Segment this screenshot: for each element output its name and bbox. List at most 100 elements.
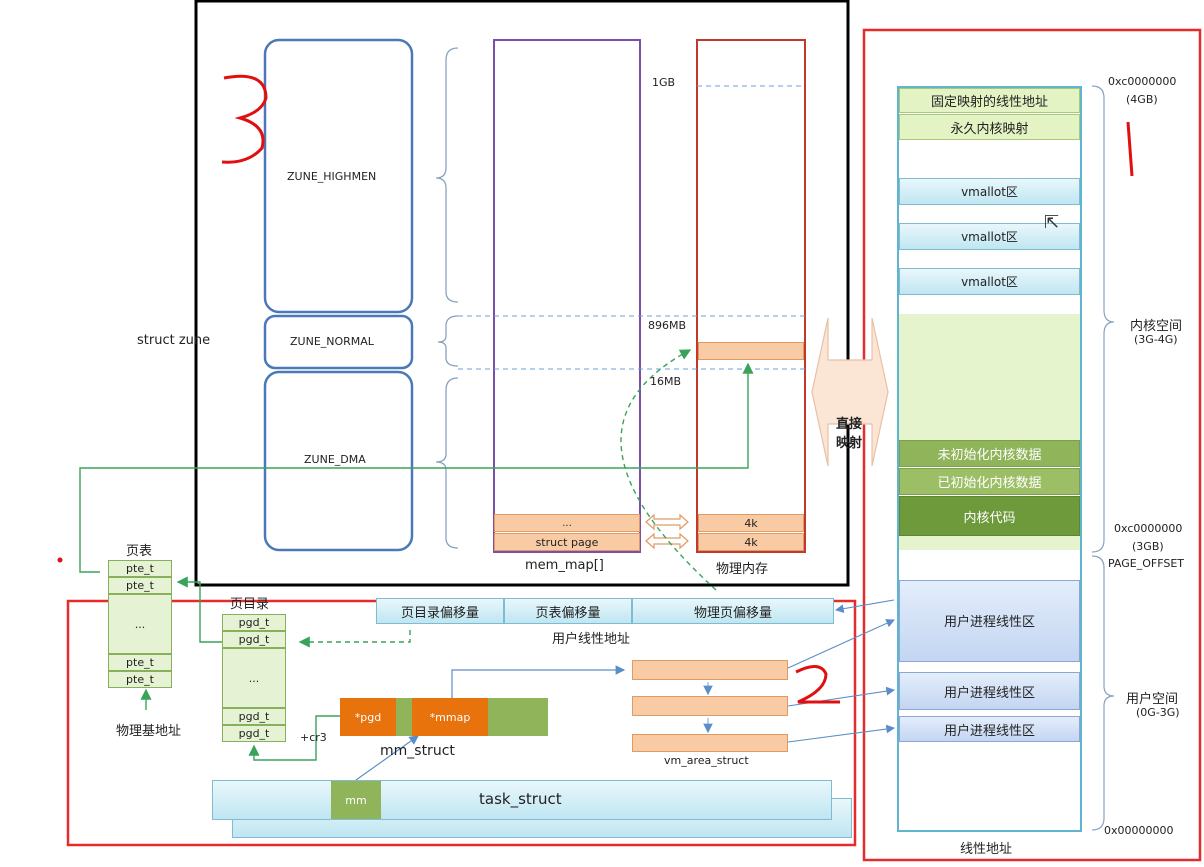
kernel-space-label: 内核空间 [1130, 319, 1183, 334]
user-region-2: 用户进程线性区 [899, 672, 1080, 710]
black-frame [194, 0, 850, 587]
double-arrow-top [645, 513, 689, 531]
vmalloc-region-1: vmallot区 [899, 178, 1080, 205]
green-dashed-pgd [298, 630, 411, 648]
phys-4k-cell-b: 4k [698, 533, 804, 551]
kernel-space-range: (3G-4G) [1134, 333, 1178, 346]
red-frame-right [862, 28, 1202, 862]
user-space-label: 用户空间 [1126, 692, 1179, 707]
phys-4k-cell-a: 4k [698, 514, 804, 532]
zone-highmem-label: ZUNE_HIGHMEN [287, 170, 377, 183]
user-region-3: 用户进程线性区 [899, 716, 1080, 742]
user-region-1: 用户进程线性区 [899, 580, 1080, 662]
green-base-line [79, 362, 754, 573]
brace-user-space [1091, 555, 1115, 831]
blue-vm-user1 [787, 619, 896, 669]
page-dir-title: 页目录 [230, 597, 270, 612]
pte-row-dots: ... [108, 594, 172, 654]
zone-dma-label: ZUNE_DMA [304, 453, 366, 466]
linear-address-bar: 页目录偏移量 页表偏移量 物理页偏移量 [376, 598, 834, 624]
addr-top: 0xc0000000 [1108, 75, 1177, 88]
task-struct-label: task_struct [479, 790, 562, 808]
direct-map-line1: 直接 [836, 417, 863, 432]
uninit-data-region: 未初始化内核数据 [899, 440, 1080, 467]
brace-normal [437, 315, 459, 367]
cr3-label: +cr3 [300, 731, 327, 744]
zone-dma-box [263, 370, 414, 552]
addr-top-size: (4GB) [1126, 93, 1158, 106]
user-space-range: (0G-3G) [1136, 706, 1180, 719]
mark-16mb: 16MB [650, 375, 682, 388]
linear-field-page-offset: 物理页偏移量 [632, 598, 834, 624]
zone-normal-box [263, 314, 414, 370]
addr-bottom: 0x00000000 [1104, 824, 1174, 837]
brace-dma [435, 377, 459, 549]
vm-area-2 [632, 696, 788, 716]
pkmap-region: 永久内核映射 [899, 114, 1080, 140]
mark-896mb: 896MB [648, 319, 687, 332]
addr-mid-size: (3GB) [1132, 540, 1164, 553]
fixmap-region: 固定映射的线性地址 [899, 88, 1080, 113]
kernel-tail-region [899, 536, 1080, 550]
task-mm-field: mm [331, 781, 381, 819]
direct-map-line2: 映射 [836, 436, 863, 451]
pte-row: pte_t [108, 654, 172, 671]
pte-row: pte_t [108, 671, 172, 688]
vmalloc-region-2: vmallot区 [899, 223, 1080, 250]
mem-map-label: mem_map[] [525, 558, 604, 573]
user-linear-addr-label: 用户线性地址 [552, 632, 631, 647]
blue-linear-addr [834, 599, 895, 614]
pgd-row-dots: ... [222, 648, 286, 708]
phys-mem-label: 物理内存 [716, 562, 769, 577]
struct-zone-label: struct zune [137, 333, 211, 348]
phys-highlight-cell [698, 342, 804, 360]
init-data-region: 已初始化内核数据 [899, 468, 1080, 495]
kernel-code-region: 内核代码 [899, 496, 1080, 536]
brace-highmem [435, 47, 459, 303]
page-offset-label: PAGE_OFFSET [1108, 557, 1185, 570]
pte-row: pte_t [108, 560, 172, 577]
linear-address-label: 线性地址 [960, 842, 1013, 857]
vm-area-label: vm_area_struct [664, 754, 749, 767]
addr-mid: 0xc0000000 [1114, 522, 1183, 535]
pgd-row: pgd_t [222, 631, 286, 648]
mm-pgd-field: *pgd [340, 698, 396, 736]
cursor-icon: ⇱ [1044, 212, 1060, 233]
zone-normal-label: ZUNE_NORMAL [290, 335, 374, 348]
brace-kernel-space [1091, 85, 1115, 553]
pte-row: pte_t [108, 577, 172, 594]
zone-highmem-box [263, 38, 414, 314]
pgd-row: pgd_t [222, 708, 286, 725]
handwritten-3 [221, 74, 268, 164]
task-struct-box: mm task_struct [212, 780, 832, 820]
vm-area-1 [632, 660, 788, 680]
pgd-row: pgd_t [222, 725, 286, 742]
kernel-direct-region [899, 314, 1080, 440]
double-arrow-bottom [645, 532, 689, 550]
blue-mm-link [355, 735, 419, 781]
linear-field-pt-offset: 页表偏移量 [504, 598, 632, 624]
pgd-row: pgd_t [222, 614, 286, 631]
mm-struct-label: mm_struct [380, 743, 455, 759]
green-cr3 [248, 715, 344, 761]
mm-mmap-field: *mmap [412, 698, 488, 736]
mark-1gb: 1GB [652, 76, 676, 89]
direct-map-arrow [811, 317, 889, 467]
red-dot [57, 557, 63, 563]
linear-field-pgd-offset: 页目录偏移量 [376, 598, 504, 624]
page-table-title: 页表 [126, 544, 153, 559]
phys-base-label: 物理基地址 [116, 724, 182, 739]
struct-page-cell: struct page [494, 533, 640, 551]
mm-struct-box: *pgd *mmap [340, 698, 548, 736]
vm-area-3 [632, 734, 788, 752]
vmalloc-region-3: vmallot区 [899, 268, 1080, 295]
mem-map-column [493, 39, 641, 553]
green-pgd-to-pte [176, 576, 222, 643]
handwritten-1 [1126, 121, 1134, 177]
blue-vm-user3 [787, 724, 896, 743]
mem-map-dots-cell: ... [494, 514, 640, 532]
handwritten-2 [795, 665, 840, 704]
page-dir: pgd_t pgd_t ... pgd_t pgd_t [222, 614, 286, 742]
blue-mmap-vm [451, 665, 626, 698]
